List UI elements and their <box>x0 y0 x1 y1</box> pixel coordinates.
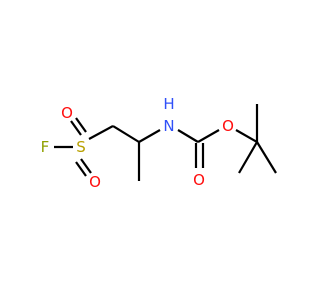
bond-c-o-ester <box>197 129 220 143</box>
bond-s-o-lower-a <box>80 158 92 174</box>
molecule-diagram: F S O O H N O O <box>41 95 277 191</box>
bond-n-c <box>177 129 199 143</box>
atom-oxygen-carbonyl: O <box>193 171 205 189</box>
bond-s-o-upper-b <box>75 117 87 133</box>
atoms: F S O O H N O O <box>41 95 234 191</box>
bond-o-cq <box>235 129 258 143</box>
atom-oxygen-s-lower: O <box>89 173 101 191</box>
bond-ch-n <box>138 129 161 143</box>
bond-s-ch2 <box>88 125 114 140</box>
atom-fluorine: F <box>41 138 50 156</box>
atom-hydrogen-on-n: H <box>163 95 174 113</box>
bonds <box>54 104 277 181</box>
bond-ch2-ch <box>112 125 140 143</box>
structure-svg: F S O O H N O O <box>41 95 277 191</box>
bond-s-o-lower-b <box>75 161 87 177</box>
bond-cq-me-left <box>238 141 258 174</box>
atom-oxygen-ester: O <box>222 117 234 135</box>
bond-cq-me-right <box>256 141 277 174</box>
atom-sulfur: S <box>76 138 86 156</box>
atom-nitrogen: N <box>163 117 174 135</box>
atom-oxygen-s-upper: O <box>61 104 73 122</box>
bond-s-o-upper-a <box>70 120 82 136</box>
